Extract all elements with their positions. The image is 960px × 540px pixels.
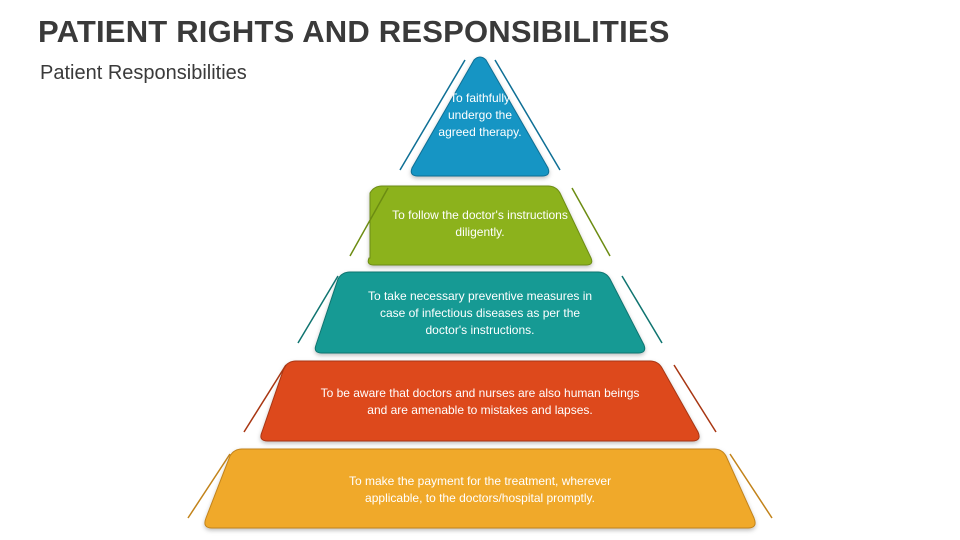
tier-1-left-line [399, 59, 466, 171]
tier-1-shape [410, 56, 550, 177]
tier-5-right-line [729, 453, 773, 519]
pyramid-tier-2 [349, 185, 611, 266]
tier-4-left-line [243, 364, 287, 433]
tier-5-text: To make the payment for the treatment, w… [348, 474, 612, 505]
tier-2-shape [367, 185, 593, 266]
tier-4-text: To be aware that doctors and nurses are … [320, 386, 640, 417]
tier-2-right-line [571, 187, 611, 257]
pyramid-tier-3 [297, 271, 663, 354]
pyramid-tier-4 [243, 360, 717, 442]
tier-3-right-line [621, 275, 663, 344]
tier-3-text: To take necessary preventive measures in… [367, 289, 593, 337]
slide-subtitle: Patient Responsibilities [40, 62, 247, 84]
tier-1-text: To faithfully undergo the agreed therapy… [438, 91, 522, 139]
tier-3-shape [314, 271, 646, 354]
pyramid-tier-1 [399, 56, 561, 177]
tier-2-left-line [349, 187, 389, 257]
tier-4-right-line [673, 364, 717, 433]
slide-title: PATIENT RIGHTS AND RESPONSIBILITIES [38, 14, 670, 49]
tier-5-shape [204, 448, 756, 529]
tier-5-left-line [187, 453, 231, 519]
tier-1-right-line [494, 59, 561, 171]
tier-2-text: To follow the doctor's instructions dili… [392, 208, 568, 239]
tier-3-left-line [297, 275, 339, 344]
pyramid-tier-5 [187, 448, 773, 529]
